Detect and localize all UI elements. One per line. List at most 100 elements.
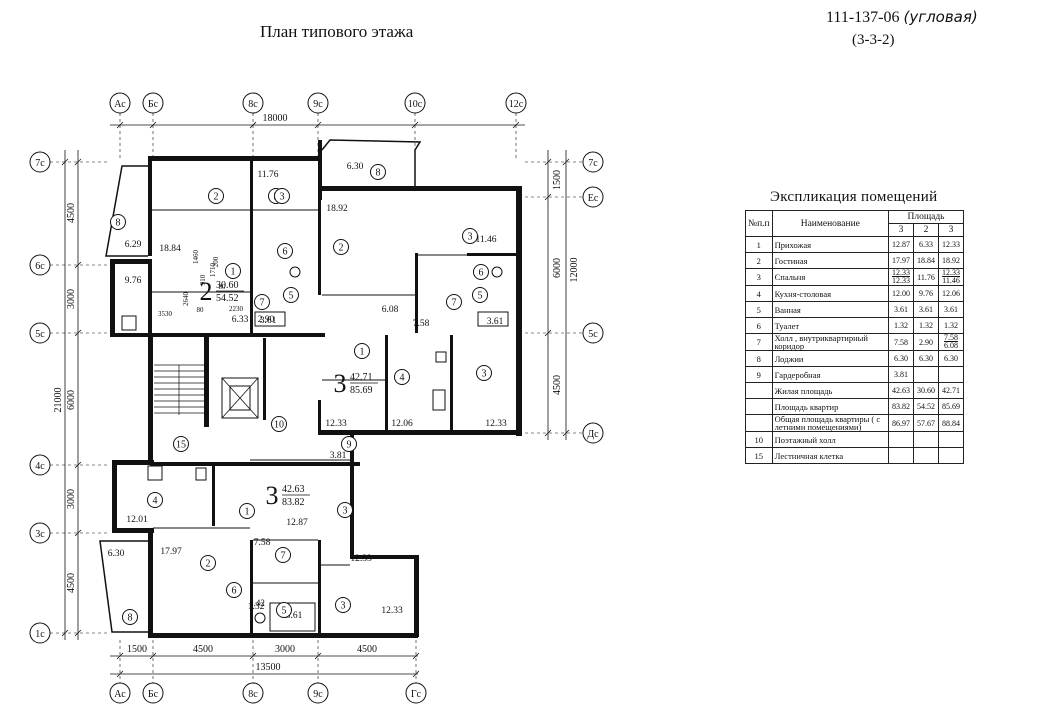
dimension-bottom: 4500 xyxy=(357,644,377,655)
room-area: 18.92 xyxy=(326,204,348,214)
row-value: 1.32 xyxy=(888,317,914,334)
dimension-tick xyxy=(116,121,124,129)
room-number: 6 xyxy=(232,586,237,597)
room-area: 17.97 xyxy=(160,547,182,557)
room-area: 12.33 xyxy=(381,606,403,616)
room-number: 15 xyxy=(176,440,186,451)
room-number: 6 xyxy=(283,247,288,258)
room-number: 7 xyxy=(260,298,265,309)
room-number: 3 xyxy=(482,369,487,380)
wall xyxy=(318,140,322,200)
dimension-tick xyxy=(74,261,82,269)
room-area: 11.46 xyxy=(475,235,496,245)
room-number-circle xyxy=(337,502,353,518)
room-number: 4 xyxy=(400,373,405,384)
dimension-tick xyxy=(61,629,69,637)
wall xyxy=(110,259,152,264)
row-number: 4 xyxy=(745,285,773,302)
page-title: План типового этажа xyxy=(260,22,414,41)
wall xyxy=(148,533,153,633)
stove xyxy=(121,315,137,331)
room-number: 5 xyxy=(478,291,483,302)
room-area: 3.81 xyxy=(330,451,347,461)
axis-label: 9с xyxy=(313,689,323,700)
lift-cabin xyxy=(229,385,251,411)
sink xyxy=(195,467,207,481)
room-number-circle xyxy=(276,602,292,618)
dimension-left: 3000 xyxy=(66,289,77,309)
room-number: 8 xyxy=(128,613,133,624)
wall xyxy=(212,466,215,526)
room-number-circle xyxy=(462,228,478,244)
room-area: 6.29 xyxy=(125,240,142,250)
room-area: 3530 xyxy=(158,310,173,318)
row-number: 8 xyxy=(745,350,773,367)
wall xyxy=(415,253,418,333)
dimension-tick xyxy=(249,121,257,129)
dimension-left: 6000 xyxy=(66,390,77,410)
room-number-circle xyxy=(208,188,224,204)
row-name: Холл , внутриквартирный коридор xyxy=(771,333,890,351)
wall xyxy=(204,335,209,427)
room-area: 6.30 xyxy=(347,162,364,172)
row-name: Площадь квартир xyxy=(771,398,890,415)
dimension-tick xyxy=(116,652,124,660)
axis-label: 5с xyxy=(35,329,45,340)
room-number-circle xyxy=(476,365,492,381)
row-value: 2.90 xyxy=(913,333,939,351)
dimension-tick xyxy=(562,429,570,437)
room-number: 8 xyxy=(376,168,381,179)
row-value: 42.71 xyxy=(938,382,964,399)
row-value: 12.00 xyxy=(888,285,914,302)
dimension-right: 1500 xyxy=(552,170,563,190)
row-value: 11.76 xyxy=(913,268,939,286)
row-name: Гостиная xyxy=(771,252,890,269)
loggia-outline xyxy=(105,165,152,257)
room-number-circle xyxy=(147,492,163,508)
row-number: 7 xyxy=(745,333,773,351)
dimension-tick xyxy=(412,652,420,660)
wall xyxy=(112,460,154,465)
row-value: 3.61 xyxy=(888,301,914,318)
row-value: 9.76 xyxy=(913,285,939,302)
bathtub xyxy=(254,311,286,327)
room-number: 8 xyxy=(116,218,121,229)
apartment-room-count: 2 xyxy=(200,277,213,306)
room-area: 1460 xyxy=(192,250,200,265)
axis-label: 10с xyxy=(408,99,423,110)
room-number: 3 xyxy=(280,192,285,203)
axis-label: Бс xyxy=(148,689,159,700)
dimension-tick xyxy=(512,121,520,129)
row-value: 17.97 xyxy=(888,252,914,269)
row-value: 3.61 xyxy=(938,301,964,318)
room-area: 11.76 xyxy=(257,170,278,180)
room-area: 2230 xyxy=(229,305,244,313)
row-name: Кухня-столовая xyxy=(771,285,890,302)
room-number: 3 xyxy=(468,232,473,243)
dimension-left: 3000 xyxy=(66,489,77,509)
axis-bubble xyxy=(582,422,604,444)
toilet xyxy=(254,612,266,624)
apartment-total-area: 54.52 xyxy=(216,293,239,304)
row-value: 6.30 xyxy=(938,350,964,367)
room-number-circle xyxy=(200,555,216,571)
apartment-total-area: 83.82 xyxy=(282,497,305,508)
dimension-tick xyxy=(412,670,420,678)
row-value xyxy=(888,431,914,448)
section-scheme: (3-3-2) xyxy=(852,32,895,48)
row-value xyxy=(913,447,939,464)
toilet xyxy=(491,266,503,278)
dimension-tick xyxy=(562,158,570,166)
